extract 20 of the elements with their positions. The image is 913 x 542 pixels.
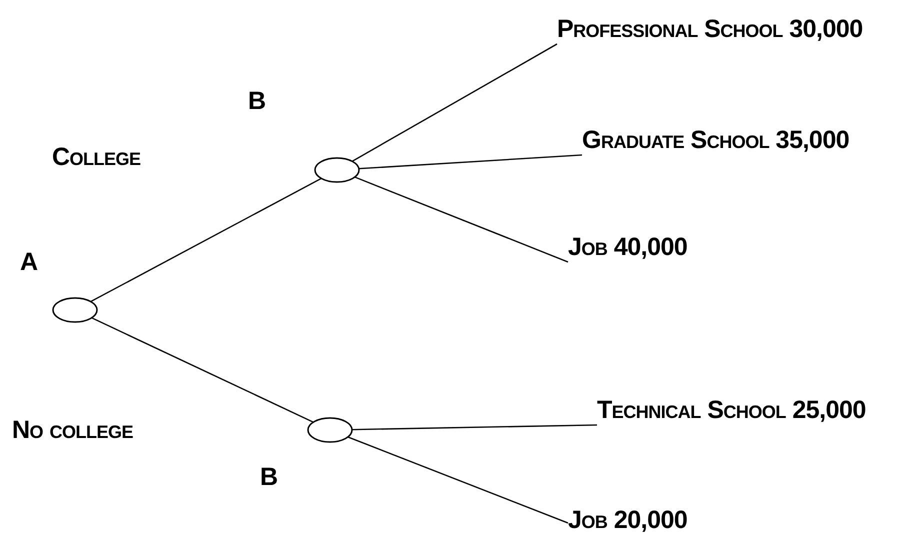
edge-label: No college <box>12 415 134 445</box>
outcome-label: Graduate School 35,000 <box>582 125 850 155</box>
node-label: B <box>260 462 278 492</box>
branch-line <box>348 436 568 524</box>
branch-line <box>354 176 568 263</box>
chance-node-circle <box>314 157 360 183</box>
chance-node-circle <box>307 417 353 443</box>
edge-label: College <box>52 142 141 172</box>
outcome-label: Job 20,000 <box>568 505 688 535</box>
node-label: B <box>248 86 266 116</box>
branch-line <box>91 317 314 423</box>
branch-line <box>90 178 322 302</box>
outcome-label: Technical School 25,000 <box>597 395 866 425</box>
node-label: A <box>20 247 38 277</box>
outcome-label: Professional School 30,000 <box>557 14 863 44</box>
branch-line <box>352 43 558 162</box>
branch-line <box>358 154 582 170</box>
chance-node-circle <box>52 297 98 323</box>
branch-line <box>352 424 598 430</box>
outcome-label: Job 40,000 <box>568 232 688 262</box>
